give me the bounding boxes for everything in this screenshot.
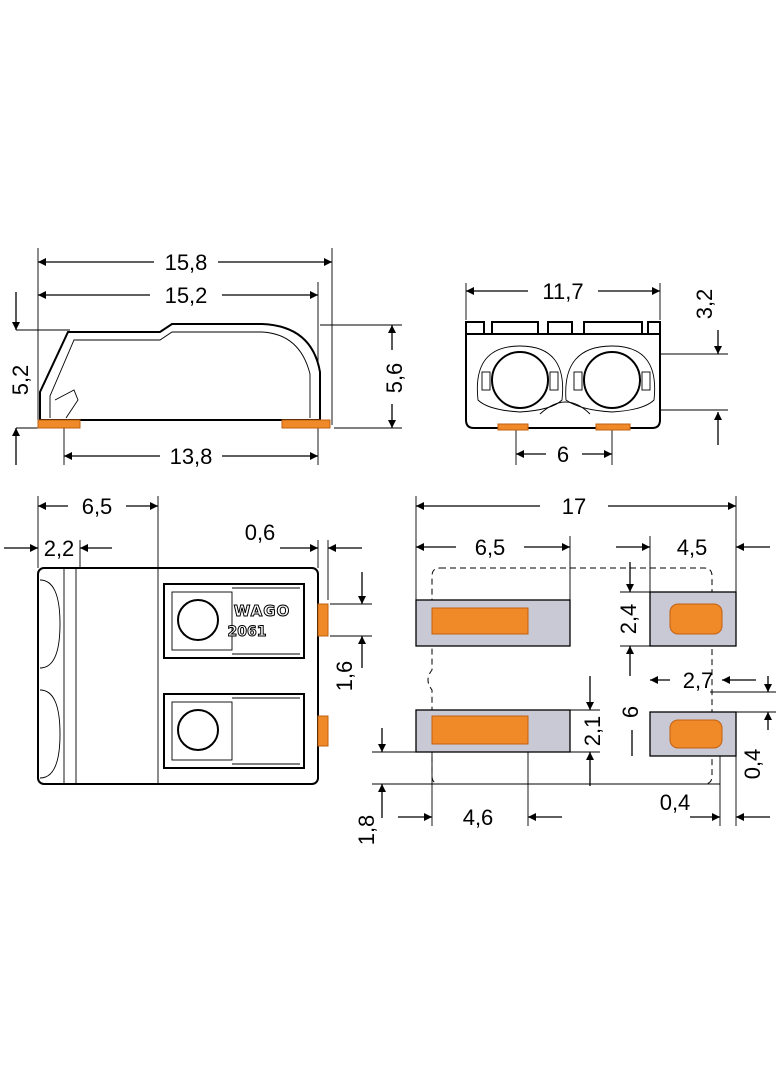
front-view: 11,7 3,2 6 <box>465 279 728 467</box>
dim-2-4: 2,4 <box>616 604 641 635</box>
dim-5-2: 5,2 <box>8 365 33 396</box>
top-pin-lower <box>317 715 329 747</box>
front-contact-right <box>595 423 631 431</box>
wire-entry-right <box>583 351 641 409</box>
wago-logo: WAGO <box>234 602 291 620</box>
dim-6-5-footprint: 6,5 <box>475 535 506 560</box>
dim-0-4-vertical: 0,4 <box>740 749 765 780</box>
footprint-view: 17 6,5 4,5 2,4 2,7 6 2,1 0,4 0,4 1 <box>354 494 776 845</box>
dim-15-8: 15,8 <box>165 250 208 275</box>
dim-4-6: 4,6 <box>463 805 494 830</box>
dim-1-8: 1,8 <box>354 815 379 846</box>
dim-6-front: 6 <box>557 442 569 467</box>
part-number: 2061 <box>228 624 267 640</box>
dim-5-6: 5,6 <box>382 363 407 394</box>
dim-6-5-top: 6,5 <box>82 494 113 519</box>
dim-2-1: 2,1 <box>580 716 605 747</box>
side-view: 15,8 15,2 13,8 5,2 5,6 <box>8 248 407 469</box>
dim-2-2: 2,2 <box>44 536 75 561</box>
dim-2-7: 2,7 <box>683 668 714 693</box>
footprint-outline <box>427 567 713 785</box>
dim-0-6: 0,6 <box>245 520 276 545</box>
dim-17: 17 <box>562 494 586 519</box>
dim-1-6: 1,6 <box>332 661 357 692</box>
dim-0-4-horizontal: 0,4 <box>660 790 691 815</box>
dim-3-2: 3,2 <box>692 289 717 320</box>
side-body-outline <box>39 323 321 421</box>
top-view: WAGO 2061 6,5 2,2 0,6 1,6 <box>4 494 372 785</box>
dim-13-8: 13,8 <box>170 444 213 469</box>
dim-11-7: 11,7 <box>542 279 583 304</box>
wire-entry-left <box>491 351 549 409</box>
dim-4-5: 4,5 <box>677 535 708 560</box>
side-contact-right <box>281 419 331 429</box>
dim-6-footprint: 6 <box>618 706 643 718</box>
lever-upper-hole <box>177 599 219 641</box>
front-contact-left <box>497 423 529 431</box>
lever-lower-hole <box>177 709 219 751</box>
side-contact-left <box>37 419 81 429</box>
dim-15-2: 15,2 <box>165 283 208 308</box>
top-pin-upper <box>317 603 329 637</box>
